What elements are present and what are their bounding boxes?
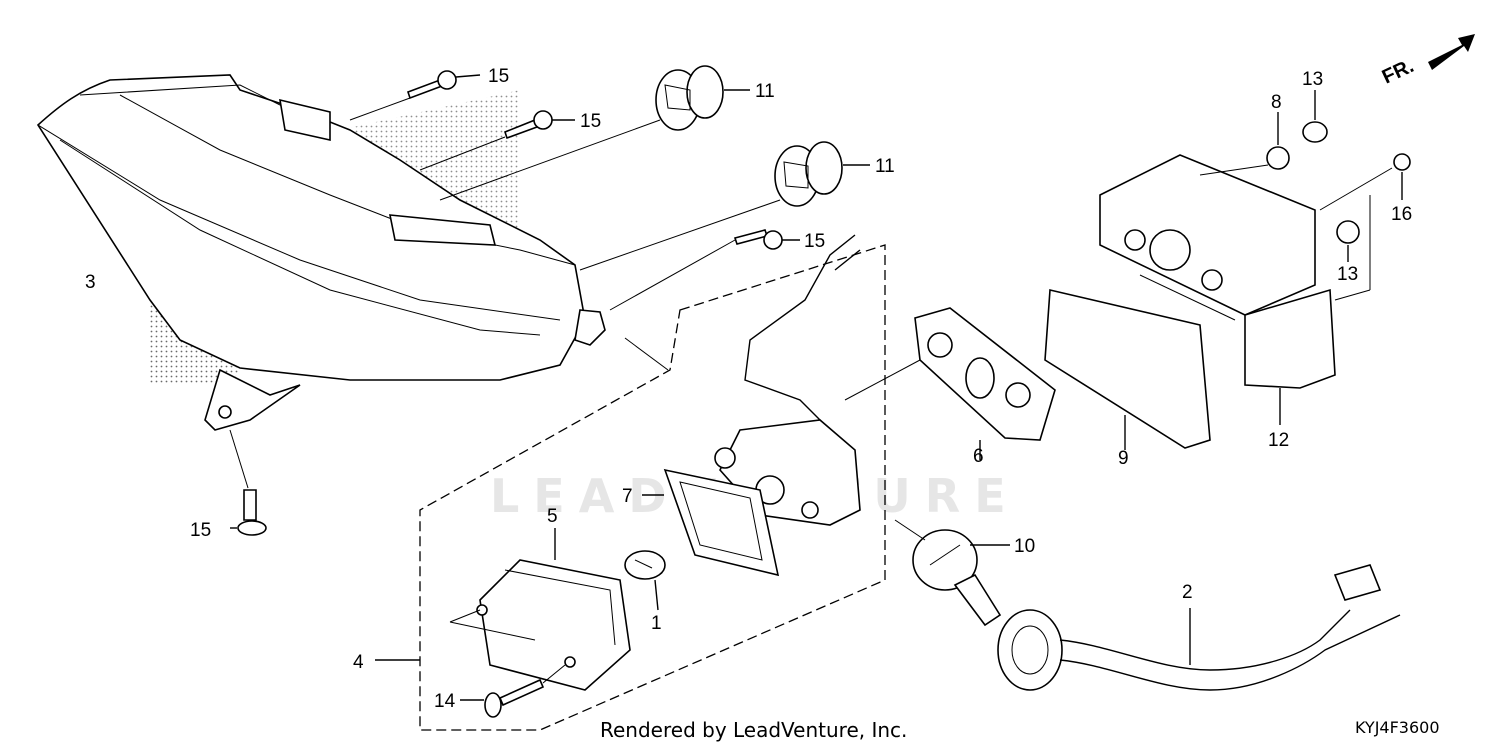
label-13-top: 13	[1302, 69, 1323, 90]
license-light-assembly-outline	[419, 244, 886, 731]
label-16: 16	[1391, 204, 1412, 225]
grommet-11-top	[439, 65, 750, 201]
label-2: 2	[1182, 582, 1193, 603]
label-3: 3	[85, 272, 96, 293]
label-15-middle: 15	[804, 231, 825, 252]
screw-15-upper	[419, 110, 575, 171]
label-11-top: 11	[755, 81, 775, 102]
screw-14	[460, 664, 566, 718]
reflector-9	[1044, 289, 1211, 450]
label-14: 14	[434, 691, 456, 712]
taillight-housing	[36, 74, 606, 431]
label-15-upper: 15	[580, 111, 601, 132]
diagram-code: KYJ4F3600	[1355, 718, 1440, 737]
screw-15-top	[349, 70, 481, 121]
bulb-10	[894, 519, 1010, 627]
bulb-1	[624, 550, 666, 611]
clip-13-top	[1302, 90, 1328, 143]
label-13-lower: 13	[1337, 264, 1358, 285]
label-10: 10	[1014, 536, 1035, 557]
label-9: 9	[1118, 448, 1129, 469]
socket-harness-2	[997, 564, 1401, 691]
label-15-bottom: 15	[190, 520, 211, 541]
label-12: 12	[1268, 430, 1289, 451]
assembly-leader-line	[624, 337, 669, 371]
label-8: 8	[1271, 92, 1282, 113]
label-15-top: 15	[488, 66, 509, 87]
screw-15-bottom	[229, 429, 267, 536]
clip-13-lower	[1336, 220, 1360, 262]
credit-text: Rendered by LeadVenture, Inc.	[600, 718, 908, 742]
taillight-cover-12	[1099, 154, 1371, 425]
license-lens-5	[449, 528, 631, 691]
gasket-6	[914, 307, 1056, 460]
label-4: 4	[353, 652, 364, 673]
label-11-bottom: 11	[875, 156, 895, 177]
label-6: 6	[973, 446, 984, 467]
label-5: 5	[547, 506, 558, 527]
fr-label: FR.	[1379, 55, 1417, 89]
label-7: 7	[622, 486, 633, 507]
grommet-11-bottom	[579, 141, 870, 271]
front-direction-arrow: FR.	[1379, 34, 1475, 89]
nut-8	[1199, 112, 1290, 176]
gasket-7	[642, 468, 780, 577]
screw-15-middle	[609, 229, 800, 311]
screw-16	[1319, 153, 1411, 211]
label-1: 1	[651, 613, 662, 634]
